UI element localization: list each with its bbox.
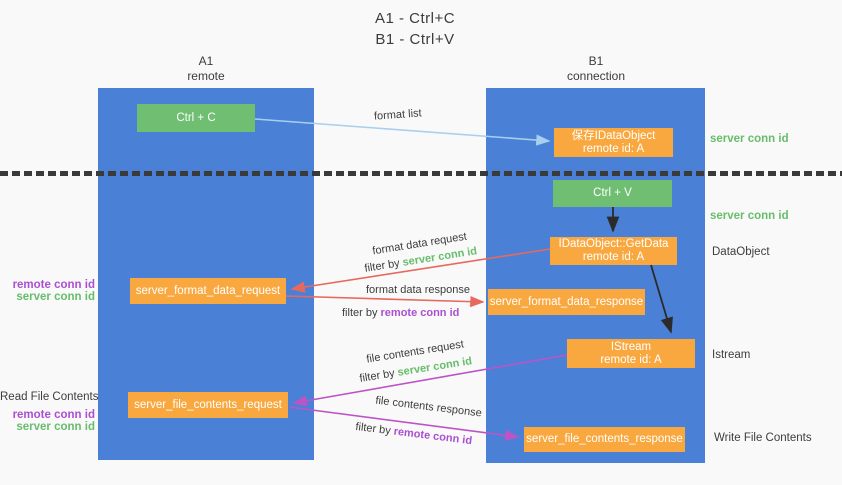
annotation-read-file-contents: Read File Contents	[0, 391, 99, 403]
node-file-request-label: server_file_contents_request	[134, 398, 282, 411]
label-filter-by-remote-conn-id-1: filter by remote conn id	[342, 307, 459, 320]
label-file-contents-response: file contents response	[374, 394, 483, 420]
node-format-response-label: server_format_data_response	[489, 295, 644, 308]
node-ctrl-c: Ctrl + C	[137, 104, 255, 132]
annotation-server-conn-id-format: server conn id	[16, 291, 95, 303]
node-format-request-label: server_format_data_request	[135, 284, 281, 297]
annotation-dataobject: DataObject	[712, 246, 770, 258]
node-server-file-contents-request: server_file_contents_request	[128, 392, 288, 418]
node-ctrl-c-label: Ctrl + C	[176, 111, 216, 124]
title-line-1: A1 - Ctrl+C	[374, 10, 456, 27]
node-save-idataobject-line1: 保存IDataObject	[571, 129, 656, 142]
label-filter-by-remote-conn-id-2: filter by remote conn id	[355, 421, 473, 448]
label-format-list: format list	[373, 107, 423, 123]
annotation-group-format-conn-ids: remote conn id server conn id	[0, 279, 95, 303]
node-save-idataobject-line2: remote id: A	[582, 142, 645, 155]
annotation-istream: Istream	[712, 349, 751, 361]
diagram-title: A1 - Ctrl+C B1 - Ctrl+V	[300, 8, 530, 50]
node-server-file-contents-response: server_file_contents_response	[524, 427, 685, 452]
node-istream-line2: remote id: A	[600, 353, 662, 366]
node-file-response-label: server_file_contents_response	[526, 433, 683, 445]
filter-by-prefix: filter by	[342, 307, 381, 319]
filter-by-prefix: filter by	[354, 420, 395, 438]
lane-b1-subtitle: connection	[566, 69, 626, 83]
annotation-remote-conn-id-format: remote conn id	[12, 279, 95, 291]
node-getdata-line1: IDataObject::GetData	[558, 238, 669, 250]
remote-conn-id-keyword: remote conn id	[392, 425, 473, 448]
annotation-write-file-contents: Write File Contents	[714, 432, 812, 444]
node-server-format-data-response: server_format_data_response	[488, 289, 645, 315]
node-ctrl-v-label: Ctrl + V	[593, 187, 632, 199]
phase-separator-dotted-line	[0, 171, 842, 176]
node-save-idataobject: 保存IDataObject remote id: A	[554, 128, 673, 157]
node-istream-line1: IStream	[610, 340, 652, 353]
remote-conn-id-keyword: remote conn id	[380, 307, 460, 319]
node-idataobject-getdata: IDataObject::GetData remote id: A	[550, 237, 677, 265]
lane-b1-name: B1	[588, 54, 604, 68]
title-line-2: B1 - Ctrl+V	[375, 31, 455, 48]
node-ctrl-v: Ctrl + V	[553, 180, 672, 207]
node-istream: IStream remote id: A	[567, 339, 695, 368]
node-server-format-data-request: server_format_data_request	[130, 278, 286, 304]
annotation-server-conn-id-file: server conn id	[16, 421, 95, 433]
filter-by-prefix: filter by	[363, 256, 404, 275]
annotation-server-conn-id-mid: server conn id	[710, 210, 789, 222]
lane-a1-subtitle: remote	[187, 69, 225, 83]
lane-header-b1: B1 connection	[536, 54, 656, 84]
annotation-server-conn-id-top: server conn id	[710, 133, 789, 145]
filter-by-prefix: filter by	[358, 366, 399, 385]
lane-header-a1: A1 remote	[146, 54, 266, 84]
lane-a1-name: A1	[198, 54, 214, 68]
node-getdata-line2: remote id: A	[582, 251, 645, 263]
annotation-group-file-conn-ids: remote conn id server conn id	[0, 409, 95, 433]
label-format-data-response: format data response	[366, 284, 470, 296]
annotation-remote-conn-id-file: remote conn id	[12, 409, 95, 421]
